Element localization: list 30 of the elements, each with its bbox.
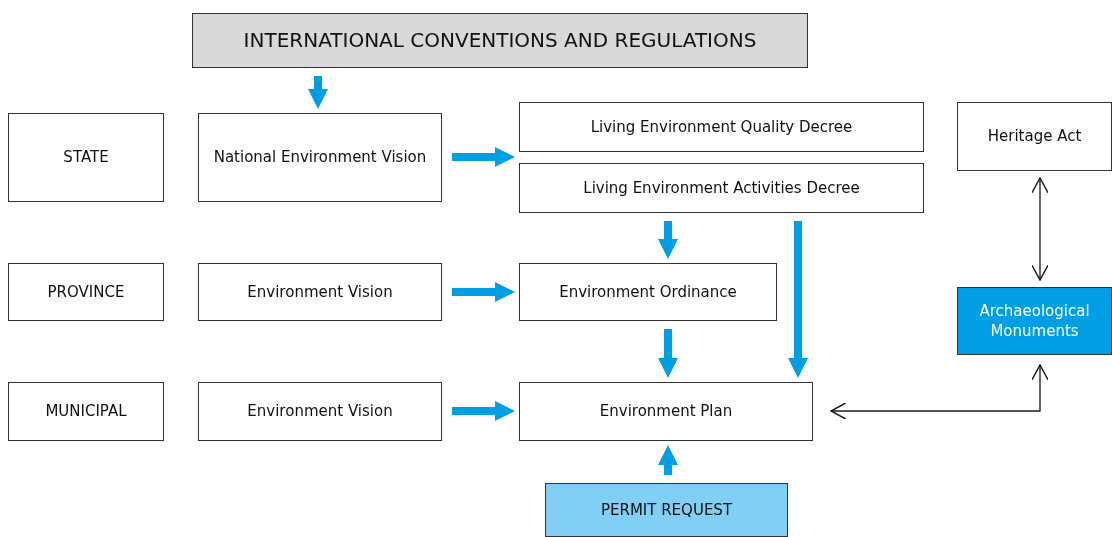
process-box bbox=[519, 102, 924, 152]
level-box bbox=[8, 382, 164, 441]
box-label: Living Environment Activities Decree bbox=[583, 177, 860, 199]
box-label: STATE bbox=[63, 147, 109, 168]
box-label: INTERNATIONAL CONVENTIONS AND REGULATIONS bbox=[243, 27, 757, 54]
box-label: Heritage Act bbox=[987, 126, 1082, 147]
double-arrow bbox=[1031, 177, 1049, 281]
level-box bbox=[8, 263, 164, 321]
box-label: Environment Vision bbox=[247, 401, 393, 422]
box-label: Environment Ordinance bbox=[559, 281, 737, 303]
box-label: Living Environment Quality Decree bbox=[590, 116, 853, 138]
box-label: Archaeological Monuments bbox=[978, 300, 1091, 342]
box-label: PROVINCE bbox=[47, 281, 125, 303]
process-box bbox=[198, 263, 442, 321]
box-label: Environment Vision bbox=[247, 281, 393, 303]
double-arrow bbox=[830, 364, 1049, 420]
process-box bbox=[519, 163, 924, 213]
heading-box bbox=[192, 13, 808, 68]
box-label: Environment Plan bbox=[599, 401, 733, 422]
process-box bbox=[198, 113, 442, 202]
process-box bbox=[519, 263, 777, 321]
level-box bbox=[8, 113, 164, 202]
process-box bbox=[519, 382, 813, 441]
request-box bbox=[545, 483, 788, 537]
box-label: National Environment Vision bbox=[213, 147, 427, 168]
box-label: MUNICIPAL bbox=[45, 401, 127, 422]
process-box bbox=[957, 102, 1112, 171]
process-box bbox=[198, 382, 442, 441]
box-label: PERMIT REQUEST bbox=[600, 499, 733, 521]
highlight-box bbox=[957, 287, 1112, 355]
